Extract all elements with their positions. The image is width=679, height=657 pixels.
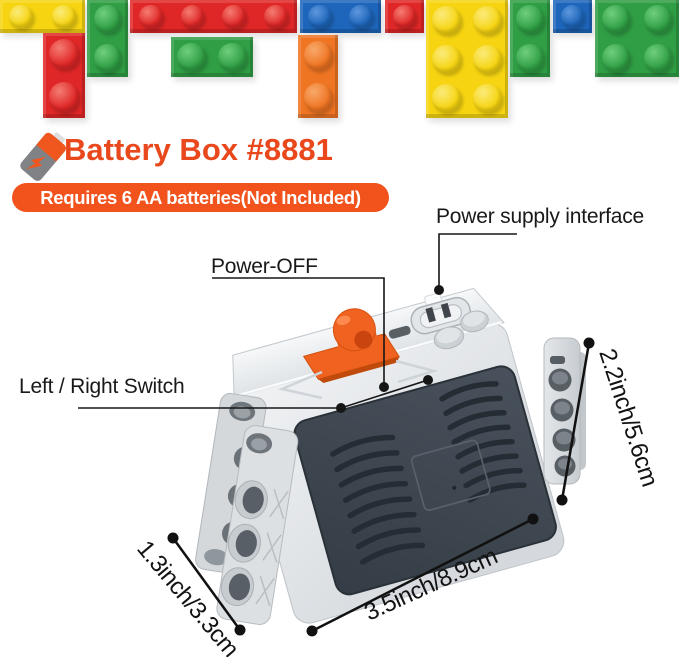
brick-stud	[473, 44, 502, 74]
battery-lid	[293, 365, 557, 596]
brick-stud	[218, 42, 247, 72]
lego-brick-green	[595, 0, 679, 77]
battery-requirement-banner: Requires 6 AA batteries(Not Included)	[12, 183, 389, 212]
top-studs	[433, 310, 489, 350]
callout-dot-power-supply	[434, 285, 444, 295]
brick-stud	[138, 4, 163, 29]
vent-slats-right	[439, 381, 527, 503]
lego-brick-red	[385, 0, 424, 33]
brick-stud	[644, 43, 672, 72]
lid-latch-dot	[452, 485, 457, 490]
lego-brick-orange	[298, 35, 338, 118]
callout-dot-switch-b	[423, 375, 433, 385]
brick-stud	[177, 42, 206, 72]
label-left-right-switch: Left / Right Switch	[19, 375, 185, 398]
callout-lines	[78, 233, 517, 413]
brick-stud	[602, 5, 630, 34]
beam-ring-holes	[220, 480, 268, 607]
brick-stud	[473, 84, 502, 113]
brick-stud	[560, 4, 585, 29]
switch-arrows	[277, 359, 439, 400]
callout-dot-power-off	[379, 382, 389, 392]
vent-slats-left	[330, 434, 426, 565]
brick-stud	[602, 43, 630, 72]
brick-stud	[303, 82, 333, 112]
brick-stud	[93, 5, 122, 34]
lid-latch-outline	[410, 439, 491, 512]
brick-stud	[51, 4, 76, 29]
power-switch[interactable]	[295, 300, 401, 386]
lego-brick-blue	[553, 0, 592, 33]
brick-stud	[93, 43, 122, 72]
callout-dot-switch-a	[336, 403, 346, 413]
top-slot	[388, 325, 411, 339]
brick-stud	[644, 5, 672, 34]
brick-stud	[516, 43, 544, 72]
dimension-height-label: 2.2inch/5.6cm	[593, 346, 663, 490]
battery-icon	[20, 132, 66, 181]
brick-stud	[432, 84, 461, 113]
brick-stud	[48, 81, 80, 112]
brick-stud	[180, 4, 205, 29]
brick-decoration	[0, 0, 679, 130]
lego-brick-red	[130, 0, 297, 33]
lego-brick-yellow	[426, 0, 508, 118]
lego-brick-green	[510, 0, 550, 77]
lego-brick-yellow	[0, 0, 85, 33]
page-title: Battery Box #8881	[64, 132, 333, 167]
brick-stud	[473, 5, 502, 34]
lego-brick-red	[43, 33, 85, 118]
lego-brick-green	[87, 0, 128, 77]
label-power-off: Power-OFF	[211, 255, 318, 278]
brick-stud	[222, 4, 247, 29]
lego-brick-blue	[300, 0, 381, 33]
beam-cross-bracing	[255, 488, 289, 607]
label-power-supply-interface: Power supply interface	[436, 205, 645, 228]
brick-stud	[392, 4, 417, 29]
brick-stud	[303, 41, 333, 71]
brick-stud	[432, 5, 461, 34]
brick-stud	[516, 5, 544, 34]
brick-stud	[48, 39, 80, 70]
technic-beam-right	[543, 337, 586, 485]
brick-stud	[264, 4, 288, 29]
brick-stud	[432, 44, 461, 74]
technic-beam-front-left	[216, 425, 299, 625]
brick-stud	[9, 4, 34, 29]
brick-stud	[308, 4, 333, 29]
lego-brick-green	[171, 37, 253, 77]
brick-stud	[348, 4, 373, 29]
